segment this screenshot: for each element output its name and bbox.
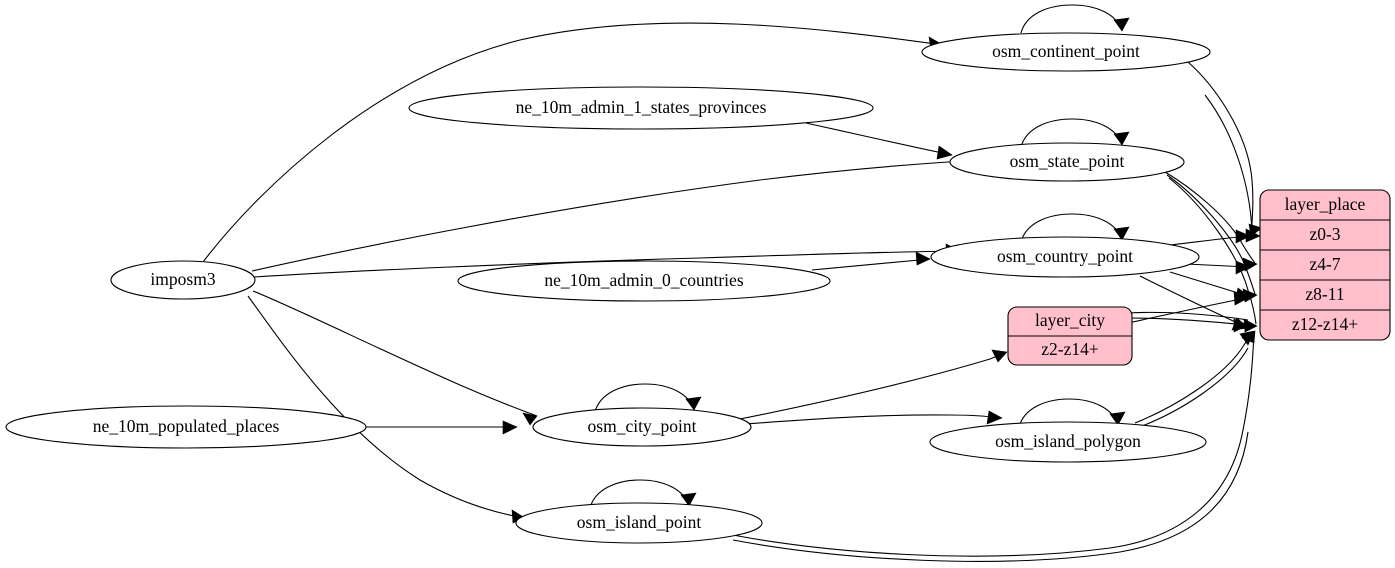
edge-osm-island-polygon-to-layer-place-z12-z14 [1134,331,1253,424]
selfloop-osm-continent-point [1020,4,1123,34]
node-layer: imposm3 ne_10m_admin_1_states_provinces … [5,32,1391,544]
node-osm-continent-point-shape[interactable] [921,32,1211,72]
edge-imposm3-to-osm-state-point [251,158,1001,272]
node-ne-10m-admin-1-states-provinces[interactable]: ne_10m_admin_1_states_provinces [408,86,874,130]
node-osm-city-point[interactable]: osm_city_point [532,407,752,447]
arrowhead [936,145,953,160]
node-layer-city[interactable]: layer_city z2-z14+ [1007,306,1133,366]
node-layer-place[interactable]: layer_place z0-3 z4-7 z8-11 z12-z14+ [1259,189,1391,341]
arrowhead [1113,17,1130,32]
node-osm-state-point-shape[interactable] [949,142,1185,182]
node-osm-country-point-shape[interactable] [930,236,1200,278]
selfloop-osm-island-polygon [1018,398,1119,428]
node-ne-10m-populated-places[interactable]: ne_10m_populated_places [5,405,367,449]
edge-osm-state-point-to-layer-place-z12-z14 [1168,177,1257,325]
arrowhead [1241,330,1256,344]
arrowhead [685,396,702,411]
node-imposm3-shape[interactable] [110,260,256,300]
node-osm-island-polygon-shape[interactable] [929,421,1207,463]
node-layer-place-shape[interactable] [1259,189,1391,341]
edge-osm-continent-point-to-layer-place-z0-3 [1187,61,1254,237]
arrowhead [1235,229,1251,244]
arrowhead [991,349,1008,363]
edge-ne-states-provinces-to-osm-state-point [805,122,953,156]
edge-imposm3-to-osm-continent-point [202,22,944,263]
arrowhead [915,251,931,266]
node-ne-10m-admin-0-countries[interactable]: ne_10m_admin_0_countries [457,260,831,302]
node-osm-island-point[interactable]: osm_island_point [515,502,763,544]
node-osm-continent-point[interactable]: osm_continent_point [921,32,1211,72]
arrowhead [986,410,1003,425]
edge-layer-city-to-layer-place-z12-z14-a [1127,317,1247,326]
edge-osm-city-point-to-layer-city [734,352,1006,421]
selfloop-osm-city-point [594,383,695,413]
selfloop-osm-country-point [1020,213,1123,243]
edge-osm-island-polygon-to-layer-place-parallel [1136,347,1249,429]
arrowhead [522,412,538,426]
arrowhead [680,492,697,507]
arrowhead [1235,260,1251,275]
edge-imposm3-to-osm-country-point [253,250,961,278]
arrowhead [1233,291,1249,306]
edge-osm-island-point-to-layer-place-z12-z14 [722,332,1255,557]
node-osm-island-point-shape[interactable] [515,502,763,544]
edge-long-bottom-curve [1204,94,1253,233]
node-osm-island-polygon[interactable]: osm_island_polygon [929,421,1207,463]
node-imposm3[interactable]: imposm3 [110,260,256,300]
edge-layer-city-to-layer-place-z12-z14-b [1127,311,1249,321]
edge-layer [202,4,1263,562]
arrowhead [502,420,518,435]
selfloop-osm-state-point [1020,118,1123,148]
node-osm-state-point[interactable]: osm_state_point [949,142,1185,182]
edge-imposm3-to-osm-city-point [252,290,538,417]
arrowhead [1113,131,1130,146]
edge-osm-city-point-to-osm-island-polygon [744,414,1001,425]
edge-layer-city-to-layer-place-z8-11 [1127,297,1247,324]
arrowhead [1109,411,1126,426]
selfloop-osm-island-point [589,479,690,509]
node-ne-10m-populated-places-shape[interactable] [5,405,367,449]
node-ne-10m-admin-1-states-provinces-shape[interactable] [408,86,874,130]
arrowhead [1113,226,1130,241]
edge-imposm3-to-osm-island-point [247,295,526,519]
node-osm-city-point-shape[interactable] [532,407,752,447]
node-ne-10m-admin-0-countries-shape[interactable] [457,260,831,302]
edge-osm-island-point-outer-curve [732,431,1249,562]
edge-osm-country-point-to-layer-place-z8-11 [1169,271,1249,297]
edge-osm-state-point-to-layer-place-z8-11 [1166,174,1256,295]
edge-ne-countries-to-osm-country-point [811,258,931,271]
node-osm-country-point[interactable]: osm_country_point [930,236,1200,278]
arrowhead [1233,318,1249,333]
